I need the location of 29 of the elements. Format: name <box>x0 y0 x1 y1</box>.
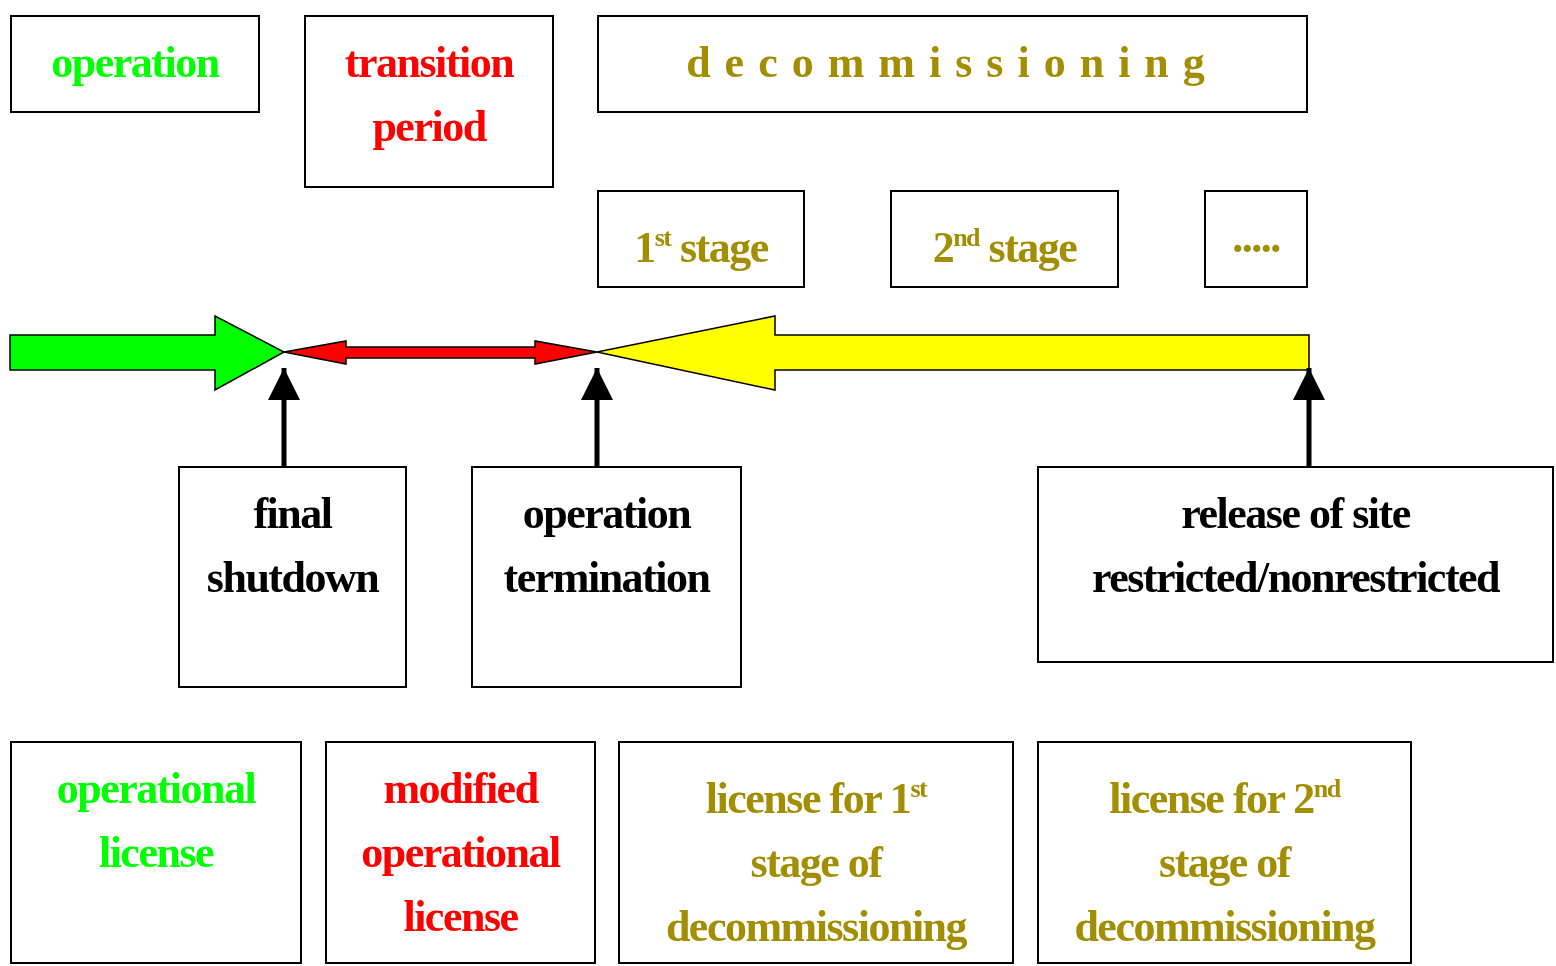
text-box <box>1037 741 1412 964</box>
node-label: ..... <box>1232 212 1280 264</box>
node-label: 1$^{st}$ stage <box>634 221 768 274</box>
node-label: 2$^{nd}$ stage <box>932 221 1077 274</box>
text-box <box>304 15 554 188</box>
text-box <box>1037 466 1554 663</box>
node-label: release of site restricted/nonrestricted <box>1090 488 1501 604</box>
arrow <box>268 368 300 466</box>
text-box <box>10 15 260 113</box>
text-box <box>325 741 596 964</box>
arrow <box>1293 368 1325 466</box>
node-label: operation <box>51 37 219 89</box>
node-label: license for 2$^{nd}$ stage of decommissioning <box>1073 772 1377 953</box>
node-label: decommissioning <box>686 37 1219 89</box>
text-box <box>597 190 805 288</box>
text-box <box>1204 190 1308 288</box>
node-label: final shutdown <box>205 488 380 604</box>
node-label: operation termination <box>502 488 711 604</box>
text-box <box>471 466 742 688</box>
node-label: operational license <box>55 763 257 879</box>
arrow <box>581 368 613 466</box>
text-box <box>890 190 1119 288</box>
text-box <box>178 466 407 688</box>
text-box <box>597 15 1308 113</box>
node-label: transition period <box>343 37 515 153</box>
node-label: license for 1$^{st}$ stage of decommissioning <box>664 772 968 953</box>
node-label: modified operational license <box>360 763 562 943</box>
text-box <box>618 741 1014 964</box>
text-box <box>10 741 302 964</box>
